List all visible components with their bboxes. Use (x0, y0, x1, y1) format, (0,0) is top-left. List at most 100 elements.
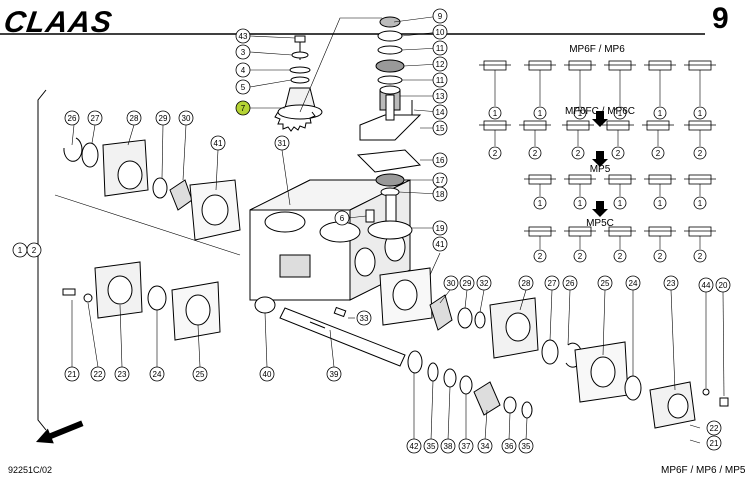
callout-number: 25 (196, 370, 205, 379)
callout-27: 27 (87, 110, 103, 126)
callout-circle (544, 275, 560, 291)
callout-34: 34 (477, 438, 493, 454)
variant-label: 1 (658, 109, 663, 118)
callout-circle (432, 220, 448, 236)
callout-circle (597, 275, 613, 291)
callout-number: 27 (91, 114, 100, 123)
callout-circle (90, 366, 106, 382)
callout-number: 23 (667, 279, 676, 288)
gearbox-unit: 1 (644, 174, 676, 210)
callout-number: 35 (522, 442, 531, 451)
callout-circle (432, 56, 448, 72)
callout-number: 34 (481, 442, 490, 451)
callout-number: 15 (436, 124, 445, 133)
callout-circle (64, 366, 80, 382)
callout-14: 14 (432, 104, 448, 120)
callout-37: 37 (458, 438, 474, 454)
variant-arrow (592, 151, 608, 167)
callout-3: 3 (235, 44, 251, 60)
callout-number: 3 (241, 48, 246, 57)
callout-circle (698, 277, 714, 293)
model-list: MP6F / MP6 / MP5 (661, 465, 746, 476)
callout-circle (406, 438, 422, 454)
callout-29: 29 (459, 275, 475, 291)
callout-number: 31 (278, 139, 287, 148)
variant-label: 1 (698, 109, 703, 118)
callout-21: 21 (706, 435, 722, 451)
callout-circle (625, 275, 641, 291)
callout-16: 16 (432, 152, 448, 168)
callout-number: 25 (601, 279, 610, 288)
gearbox-unit: 2 (519, 120, 551, 160)
callout-number: 16 (436, 156, 445, 165)
callout-10: 10 (432, 24, 448, 40)
callout-43: 43 (235, 28, 251, 44)
callout-1: 1 (12, 242, 28, 258)
callout-number: 36 (505, 442, 514, 451)
gearbox-unit: 1 (524, 174, 556, 210)
callout-number: 33 (360, 314, 369, 323)
gearbox-unit: 1 (604, 60, 636, 120)
leader-lines (54, 15, 725, 444)
gearbox-unit: 1 (524, 60, 556, 120)
variant-label: 2 (618, 252, 623, 261)
variant-label: 1 (493, 109, 498, 118)
variant-label: 2 (538, 252, 543, 261)
callout-circle (192, 366, 208, 382)
callout-12: 12 (432, 56, 448, 72)
gearbox-unit: 2 (562, 120, 594, 160)
callout-number: 39 (330, 370, 339, 379)
callout-7: 7 (235, 100, 251, 116)
lower-left-parts (62, 261, 276, 341)
callout-circle (459, 275, 475, 291)
callout-number: 41 (214, 139, 223, 148)
callout-30: 30 (178, 110, 194, 126)
callout-circle (423, 438, 439, 454)
callout-number: 10 (436, 28, 445, 37)
callout-18: 18 (432, 186, 448, 202)
callout-number: 32 (480, 279, 489, 288)
gearbox-unit: 1 (604, 174, 636, 210)
callout-circle (440, 438, 456, 454)
variant-label: 2 (658, 252, 663, 261)
callout-26: 26 (64, 110, 80, 126)
callout-number: 21 (68, 370, 77, 379)
callout-41: 41 (210, 135, 226, 151)
gearbox-unit: 1 (479, 60, 511, 120)
callout-number: 30 (447, 279, 456, 288)
variant-label: 1 (578, 199, 583, 208)
variant-label: 1 (658, 199, 663, 208)
callout-25: 25 (192, 366, 208, 382)
variant-label: 2 (533, 149, 538, 158)
callout-circle (432, 104, 448, 120)
callout-circle (477, 438, 493, 454)
callout-number: 28 (522, 279, 531, 288)
callout-number: 5 (241, 83, 246, 92)
callout-41: 41 (432, 236, 448, 252)
gearbox-unit: 1 (684, 174, 716, 210)
callout-11: 11 (432, 72, 448, 88)
callout-30: 30 (443, 275, 459, 291)
callout-circle (235, 28, 251, 44)
callout-circle (326, 366, 342, 382)
gearbox-unit: 2 (524, 226, 556, 263)
callout-29: 29 (155, 110, 171, 126)
gearbox-unit: 1 (564, 60, 596, 120)
callout-23: 23 (114, 366, 130, 382)
gearbox-unit: 2 (644, 226, 676, 263)
callout-number: 26 (68, 114, 77, 123)
gearbox-unit: 2 (642, 120, 674, 160)
callout-number: 11 (436, 44, 445, 53)
callout-circle (501, 438, 517, 454)
callout-22: 22 (90, 366, 106, 382)
callout-number: 13 (436, 92, 445, 101)
callout-number: 24 (629, 279, 638, 288)
callout-circle (663, 275, 679, 291)
callout-circle (432, 8, 448, 24)
callout-number: 6 (340, 214, 345, 223)
callout-circle (235, 100, 251, 116)
